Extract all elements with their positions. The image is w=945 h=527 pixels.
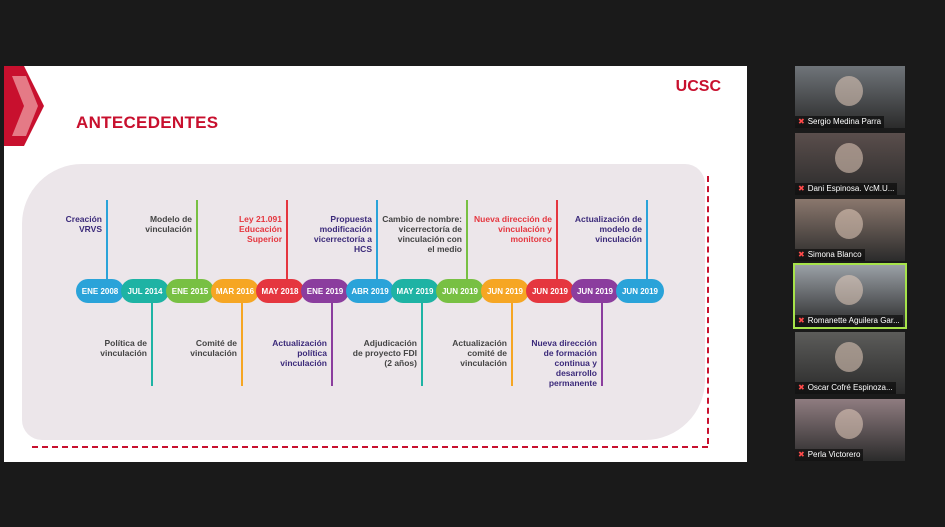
timeline-event-label: Propuesta modificación vicerrectoría a H… xyxy=(313,214,372,254)
timeline-stem xyxy=(286,200,288,280)
participant-name: ✖Romanette Aguilera Gar... xyxy=(795,315,903,327)
timeline-event-label: Adjudicación de proyecto FDI (2 años) xyxy=(352,338,417,368)
participant-name-text: Simona Blanco xyxy=(807,250,862,259)
participant-video-tile[interactable]: ✖Perla Victorero xyxy=(795,399,905,461)
timeline-event-label: Cambio de nombre: vicerrectoría de vincu… xyxy=(382,214,462,254)
participant-video-tile[interactable]: ✖Dani Espinosa. VcM.U... xyxy=(795,133,905,195)
participant-name-text: Dani Espinosa. VcM.U... xyxy=(807,184,895,193)
muted-mic-icon: ✖ xyxy=(798,184,805,193)
timeline-event-label: Actualización de modelo de vinculación xyxy=(574,214,642,244)
timeline-date-chip: JUL 2014 xyxy=(121,279,169,303)
timeline-stem xyxy=(106,200,108,280)
participant-name: ✖Sergio Medina Parra xyxy=(795,116,885,128)
participant-name-text: Sergio Medina Parra xyxy=(807,117,882,126)
timeline-stem xyxy=(646,200,648,280)
timeline-stem xyxy=(376,200,378,280)
timeline-stem xyxy=(331,302,333,386)
participant-video-tile[interactable]: ✖Oscar Cofré Espinoza... xyxy=(795,332,905,394)
participant-name-text: Romanette Aguilera Gar... xyxy=(807,316,900,325)
timeline-stem xyxy=(601,302,603,386)
participant-video-tile[interactable]: ✖Romanette Aguilera Gar... xyxy=(793,263,907,329)
participant-silhouette xyxy=(835,275,863,305)
timeline-stem xyxy=(511,302,513,386)
timeline-event-label: Actualización política vinculación xyxy=(272,338,327,368)
timeline-stem xyxy=(151,302,153,386)
timeline-event-label: Creación VRVS xyxy=(65,214,102,234)
timeline-date-chip: MAY 2018 xyxy=(256,279,304,303)
ucsc-corner-logo xyxy=(4,66,44,146)
timeline-date-chip: ENE 2015 xyxy=(166,279,214,303)
participant-name: ✖Simona Blanco xyxy=(795,249,865,261)
participant-name: ✖Perla Victorero xyxy=(795,449,864,461)
timeline-stem xyxy=(241,302,243,386)
timeline-event-label: Ley 21.091 Educación Superior xyxy=(238,214,282,244)
timeline-event-label: Nueva dirección de formación continua y … xyxy=(531,338,597,388)
participant-name-text: Perla Victorero xyxy=(807,450,861,459)
timeline-date-chip: JUN 2019 xyxy=(481,279,529,303)
participant-video-tile[interactable]: ✖Sergio Medina Parra xyxy=(795,66,905,128)
dashed-border-right xyxy=(707,176,709,444)
timeline-date-chip: JUN 2019 xyxy=(571,279,619,303)
timeline-date-chip: JUN 2019 xyxy=(436,279,484,303)
timeline-event-label: Comité de vinculación xyxy=(190,338,237,358)
participant-silhouette xyxy=(835,143,863,173)
timeline-date-chip: JUN 2019 xyxy=(526,279,574,303)
dashed-border-bottom xyxy=(32,446,708,448)
participant-silhouette xyxy=(835,342,863,372)
timeline-date-chip: MAY 2019 xyxy=(391,279,439,303)
muted-mic-icon: ✖ xyxy=(798,450,805,459)
timeline-event-label: Política de vinculación xyxy=(100,338,147,358)
timeline-stem xyxy=(196,200,198,280)
timeline-event-label: Modelo de vinculación xyxy=(145,214,192,234)
participant-name: ✖Oscar Cofré Espinoza... xyxy=(795,382,896,394)
muted-mic-icon: ✖ xyxy=(798,383,805,392)
muted-mic-icon: ✖ xyxy=(798,316,805,325)
muted-mic-icon: ✖ xyxy=(798,250,805,259)
brand-logo: UCSC xyxy=(675,78,721,95)
participant-silhouette xyxy=(835,209,863,239)
timeline-event-label: Actualización comité de vinculación xyxy=(452,338,507,368)
shared-slide: UCSC ANTECEDENTES ENE 2008 Creación VRVS J… xyxy=(4,66,747,462)
timeline-date-chip: MAR 2016 xyxy=(211,279,259,303)
timeline-stem xyxy=(466,200,468,280)
participant-silhouette xyxy=(835,76,863,106)
timeline-event-label: Nueva dirección de vinculación y monitor… xyxy=(474,214,552,244)
timeline-date-chip: ENE 2008 xyxy=(76,279,124,303)
participant-name-text: Oscar Cofré Espinoza... xyxy=(807,383,893,392)
timeline-date-chip: JUN 2019 xyxy=(616,279,664,303)
timeline-date-chip: ENE 2019 xyxy=(301,279,349,303)
timeline-date-chip: ABR 2019 xyxy=(346,279,394,303)
participant-name: ✖Dani Espinosa. VcM.U... xyxy=(795,183,898,195)
timeline-stem xyxy=(421,302,423,386)
participant-video-tile[interactable]: ✖Simona Blanco xyxy=(795,199,905,261)
timeline-stem xyxy=(556,200,558,280)
slide-title: ANTECEDENTES xyxy=(76,113,219,132)
muted-mic-icon: ✖ xyxy=(798,117,805,126)
participant-silhouette xyxy=(835,409,863,439)
